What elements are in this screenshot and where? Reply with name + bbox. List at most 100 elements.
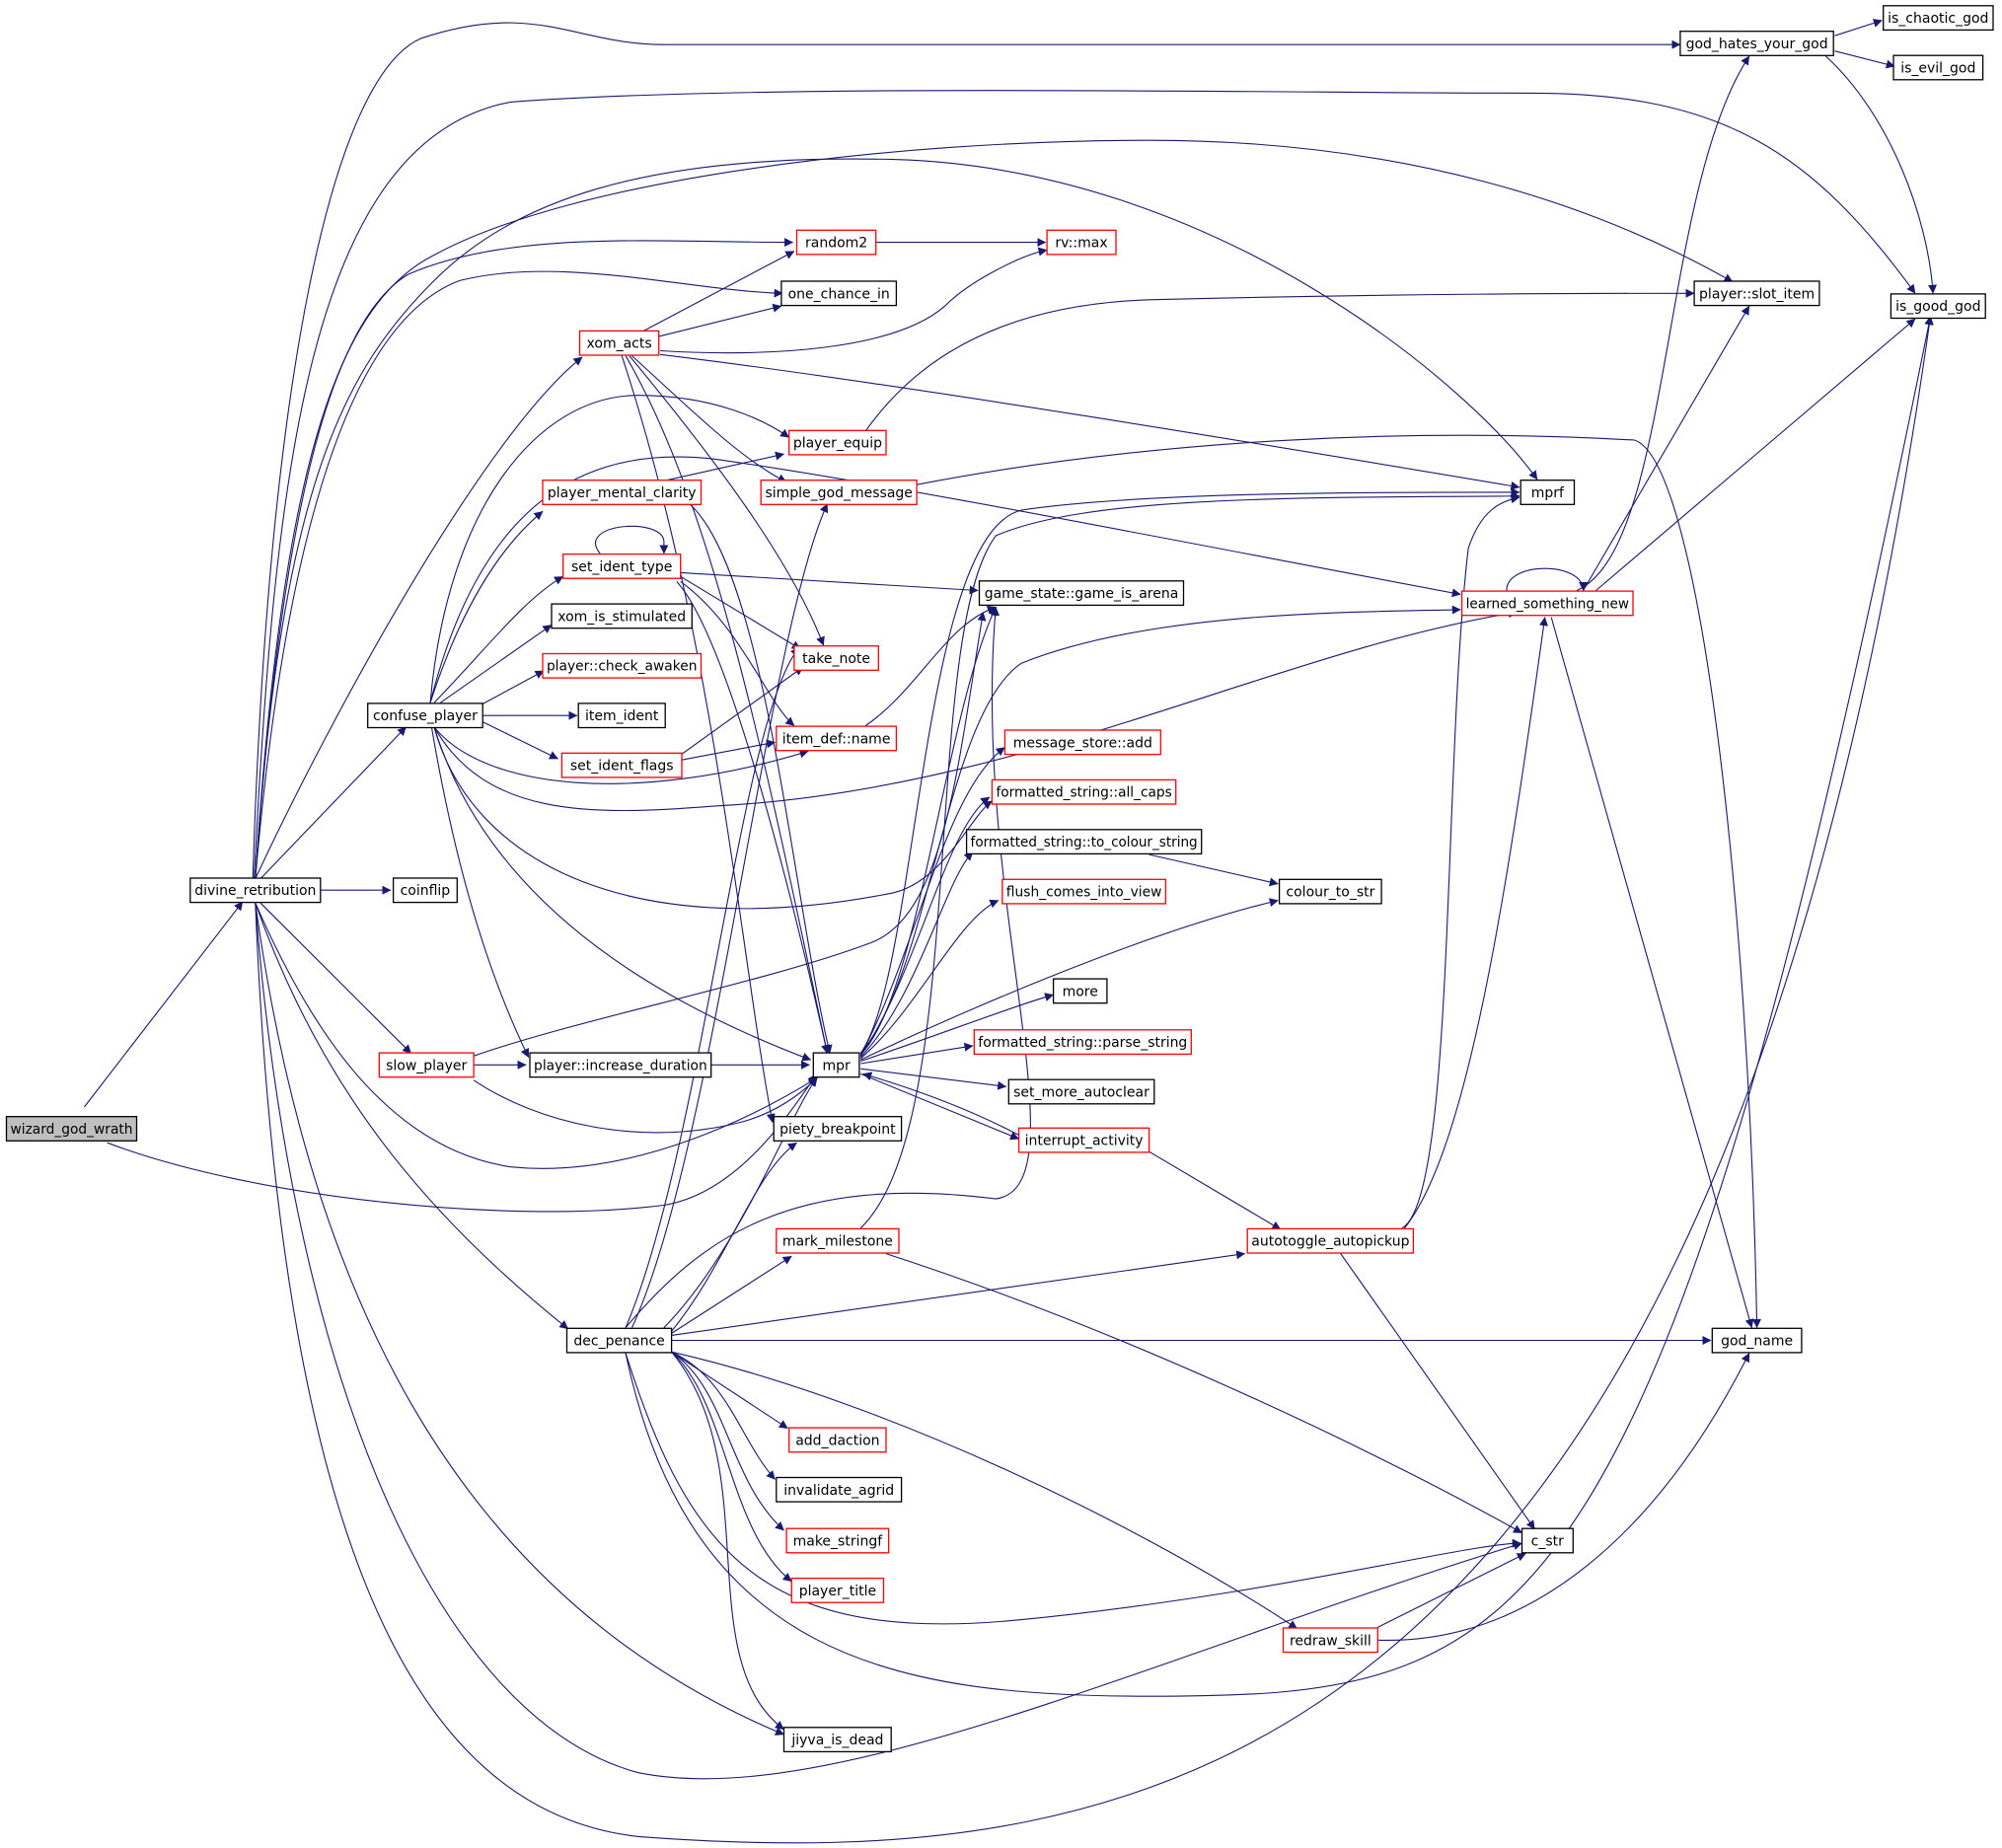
node-box[interactable] xyxy=(1282,1627,1378,1654)
node-divine-retribution[interactable]: divine_retribution xyxy=(189,877,322,904)
node-player-check-awaken[interactable]: player::check_awaken xyxy=(542,652,703,679)
node-is-chaotic-god[interactable]: is_chaotic_god xyxy=(1883,5,1994,32)
node-add-daction[interactable]: add_daction xyxy=(788,1427,887,1453)
node-box[interactable] xyxy=(978,580,1185,607)
node-box[interactable] xyxy=(1052,978,1108,1004)
node-box[interactable] xyxy=(1711,1327,1803,1354)
node-set-ident-type[interactable]: set_ident_type xyxy=(562,553,682,579)
node-make-stringf[interactable]: make_stringf xyxy=(785,1527,890,1554)
node-set-more-autoclear[interactable]: set_more_autoclear xyxy=(1007,1078,1155,1105)
node-box[interactable] xyxy=(1046,229,1117,256)
node-player-equip[interactable]: player_equip xyxy=(788,429,887,456)
node-box[interactable] xyxy=(776,1476,903,1503)
node-box[interactable] xyxy=(1460,590,1634,617)
node-all-caps[interactable]: formatted_string::all_caps xyxy=(991,778,1177,805)
node-box[interactable] xyxy=(189,877,322,904)
node-colour-to-str[interactable]: colour_to_str xyxy=(1278,878,1382,905)
node-piety-breakpoint[interactable]: piety_breakpoint xyxy=(773,1116,903,1142)
node-box[interactable] xyxy=(1520,480,1576,505)
node-box[interactable] xyxy=(1007,1078,1155,1105)
node-confuse-player[interactable]: confuse_player xyxy=(367,702,483,729)
node-random2[interactable]: random2 xyxy=(795,229,877,256)
node-wizard-god-wrath[interactable]: wizard_god_wrath xyxy=(5,1116,138,1142)
node-box[interactable] xyxy=(1693,280,1820,307)
node-rv-max[interactable]: rv::max xyxy=(1046,229,1117,256)
node-box[interactable] xyxy=(1278,878,1382,905)
node-autotoggle-autopickup[interactable]: autotoggle_autopickup xyxy=(1246,1227,1415,1254)
node-jiyva-is-dead[interactable]: jiyva_is_dead xyxy=(782,1727,892,1753)
node-box[interactable] xyxy=(788,429,887,456)
node-box[interactable] xyxy=(760,480,918,505)
node-parse-string[interactable]: formatted_string::parse_string xyxy=(973,1029,1192,1056)
node-box[interactable] xyxy=(776,725,898,752)
node-box[interactable] xyxy=(795,229,877,256)
node-box[interactable] xyxy=(973,1029,1192,1056)
node-redraw-skill[interactable]: redraw_skill xyxy=(1282,1627,1378,1654)
node-box[interactable] xyxy=(788,1427,887,1453)
node-box[interactable] xyxy=(378,1052,475,1078)
node-box[interactable] xyxy=(578,330,660,356)
node-c-str[interactable]: c_str xyxy=(1520,1527,1574,1554)
node-box[interactable] xyxy=(5,1116,138,1142)
node-box[interactable] xyxy=(776,1227,900,1254)
node-box[interactable] xyxy=(991,778,1177,805)
node-xom-acts[interactable]: xom_acts xyxy=(578,330,660,356)
node-box[interactable] xyxy=(1246,1227,1415,1254)
node-invalidate-agrid[interactable]: invalidate_agrid xyxy=(776,1476,903,1503)
node-box[interactable] xyxy=(1679,31,1834,56)
node-more[interactable]: more xyxy=(1052,978,1108,1004)
node-box[interactable] xyxy=(1890,293,1986,320)
node-set-ident-flags[interactable]: set_ident_flags xyxy=(560,752,683,778)
node-box[interactable] xyxy=(565,1327,673,1354)
node-box[interactable] xyxy=(392,877,458,904)
node-mpr[interactable]: mpr xyxy=(812,1052,860,1078)
node-player-mental-clarity[interactable]: player_mental_clarity xyxy=(542,480,703,505)
node-box[interactable] xyxy=(782,1727,892,1753)
node-flush-comes-into-view[interactable]: flush_comes_into_view xyxy=(1001,878,1167,905)
node-box[interactable] xyxy=(780,280,898,307)
node-box[interactable] xyxy=(542,652,703,679)
node-one-chance-in[interactable]: one_chance_in xyxy=(780,280,898,307)
node-box[interactable] xyxy=(562,553,682,579)
node-interrupt-activity[interactable]: interrupt_activity xyxy=(1017,1127,1150,1153)
node-take-note[interactable]: take_note xyxy=(793,645,879,671)
node-player-increase-duration[interactable]: player::increase_duration xyxy=(529,1052,712,1078)
node-to-colour-string[interactable]: formatted_string::to_colour_string xyxy=(965,829,1203,855)
node-box[interactable] xyxy=(560,752,683,778)
node-box[interactable] xyxy=(1892,54,1984,81)
node-box[interactable] xyxy=(773,1116,903,1142)
node-box[interactable] xyxy=(1883,5,1994,32)
node-box[interactable] xyxy=(790,1577,885,1603)
node-box[interactable] xyxy=(1003,729,1161,756)
node-box[interactable] xyxy=(542,480,703,505)
node-player-slot-item[interactable]: player::slot_item xyxy=(1693,280,1820,307)
node-learned-something-new[interactable]: learned_something_new xyxy=(1460,590,1634,617)
node-item-def-name[interactable]: item_def::name xyxy=(776,725,898,752)
node-box[interactable] xyxy=(577,702,666,729)
node-box[interactable] xyxy=(367,702,483,729)
node-god-name[interactable]: god_name xyxy=(1711,1327,1803,1354)
node-message-store-add[interactable]: message_store::add xyxy=(1003,729,1161,756)
node-simple-god-message[interactable]: simple_god_message xyxy=(760,480,918,505)
node-box[interactable] xyxy=(793,645,879,671)
node-mprf[interactable]: mprf xyxy=(1520,480,1576,505)
node-coinflip[interactable]: coinflip xyxy=(392,877,458,904)
node-box[interactable] xyxy=(1017,1127,1150,1153)
node-box[interactable] xyxy=(965,829,1203,855)
node-is-good-god[interactable]: is_good_god xyxy=(1890,293,1986,320)
node-box[interactable] xyxy=(785,1527,890,1554)
node-dec-penance[interactable]: dec_penance xyxy=(565,1327,673,1354)
node-is-evil-god[interactable]: is_evil_god xyxy=(1892,54,1984,81)
node-slow-player[interactable]: slow_player xyxy=(378,1052,475,1078)
node-item-ident[interactable]: item_ident xyxy=(577,702,666,729)
node-god-hates-your-god[interactable]: god_hates_your_god xyxy=(1679,31,1834,56)
node-box[interactable] xyxy=(1520,1527,1574,1554)
node-box[interactable] xyxy=(529,1052,712,1078)
node-player-title[interactable]: player_title xyxy=(790,1577,885,1603)
node-xom-is-stimulated[interactable]: xom_is_stimulated xyxy=(551,603,693,629)
node-mark-milestone[interactable]: mark_milestone xyxy=(776,1227,900,1254)
node-game-is-arena[interactable]: game_state::game_is_arena xyxy=(978,580,1185,607)
node-box[interactable] xyxy=(812,1052,860,1078)
node-box[interactable] xyxy=(551,603,693,629)
node-box[interactable] xyxy=(1001,878,1167,905)
